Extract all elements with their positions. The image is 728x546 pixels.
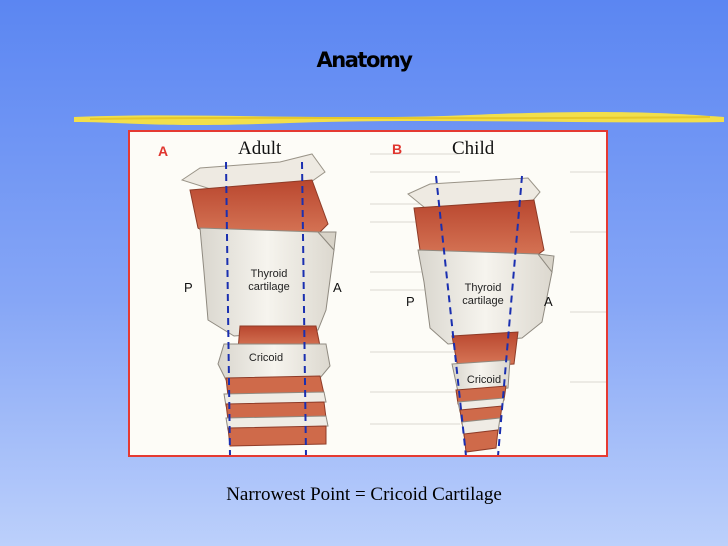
- larynx-illustration: [180, 153, 606, 455]
- panel-b-anterior-label: A: [544, 294, 553, 309]
- slide-title: Anatomy: [316, 48, 413, 72]
- panel-b-thyroid-line1: Thyroid: [464, 282, 502, 294]
- panel-b-thyroid-label: Thyroid cartilage: [450, 282, 516, 308]
- panel-a-posterior-label: P: [184, 280, 193, 295]
- larynx-figure: A Adult P A Thyroid cartilage Cricoid B …: [128, 130, 608, 457]
- panel-a-cricoid-label: Cricoid: [248, 352, 284, 364]
- panel-a-anterior-label: A: [333, 280, 342, 295]
- panel-a-thyroid-line2: cartilage: [248, 281, 290, 293]
- slide-caption: Narrowest Point = Cricoid Cartilage: [226, 484, 502, 505]
- panel-b-posterior-label: P: [406, 294, 415, 309]
- panel-a-title: Adult: [238, 138, 282, 159]
- child-larynx: [407, 175, 555, 455]
- panel-b-cricoid-label: Cricoid: [466, 374, 502, 386]
- title-underline: [74, 111, 724, 125]
- panel-a-thyroid-label: Thyroid cartilage: [234, 268, 304, 294]
- adult-larynx: [180, 153, 337, 455]
- panel-b-title: Child: [452, 138, 495, 159]
- background-text-lines: [370, 153, 606, 425]
- panel-a-letter: A: [158, 143, 169, 159]
- panel-b-letter: B: [392, 141, 403, 157]
- panel-b-thyroid-line2: cartilage: [462, 295, 504, 307]
- panel-a-thyroid-line1: Thyroid: [250, 268, 288, 280]
